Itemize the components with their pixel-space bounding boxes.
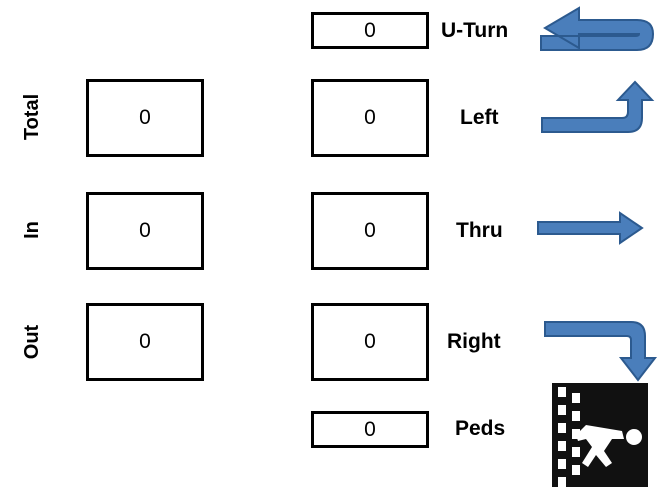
peds-count-box[interactable]: 0 <box>311 411 429 448</box>
out-label: Out <box>21 324 43 360</box>
uturn-label: U-Turn <box>441 19 509 42</box>
total-label: Total <box>21 93 43 141</box>
total-count-box[interactable]: 0 <box>86 79 204 157</box>
right-count-box[interactable]: 0 <box>311 303 429 381</box>
left-label: Left <box>460 106 499 129</box>
in-count-box[interactable]: 0 <box>86 192 204 270</box>
left-count-box[interactable]: 0 <box>311 79 429 157</box>
pedestrian-crossing-icon <box>552 383 648 487</box>
thru-label: Thru <box>456 219 503 242</box>
uturn-count-box[interactable]: 0 <box>311 12 429 49</box>
right-turn-arrow-icon <box>544 321 658 382</box>
right-label: Right <box>447 330 501 353</box>
peds-label: Peds <box>455 417 506 440</box>
left-turn-arrow-icon <box>541 80 655 133</box>
in-label: In <box>21 221 43 239</box>
out-count-box[interactable]: 0 <box>86 303 204 381</box>
thru-count-box[interactable]: 0 <box>311 192 429 270</box>
uturn-arrow-icon <box>540 6 655 51</box>
through-arrow-icon <box>537 211 644 245</box>
